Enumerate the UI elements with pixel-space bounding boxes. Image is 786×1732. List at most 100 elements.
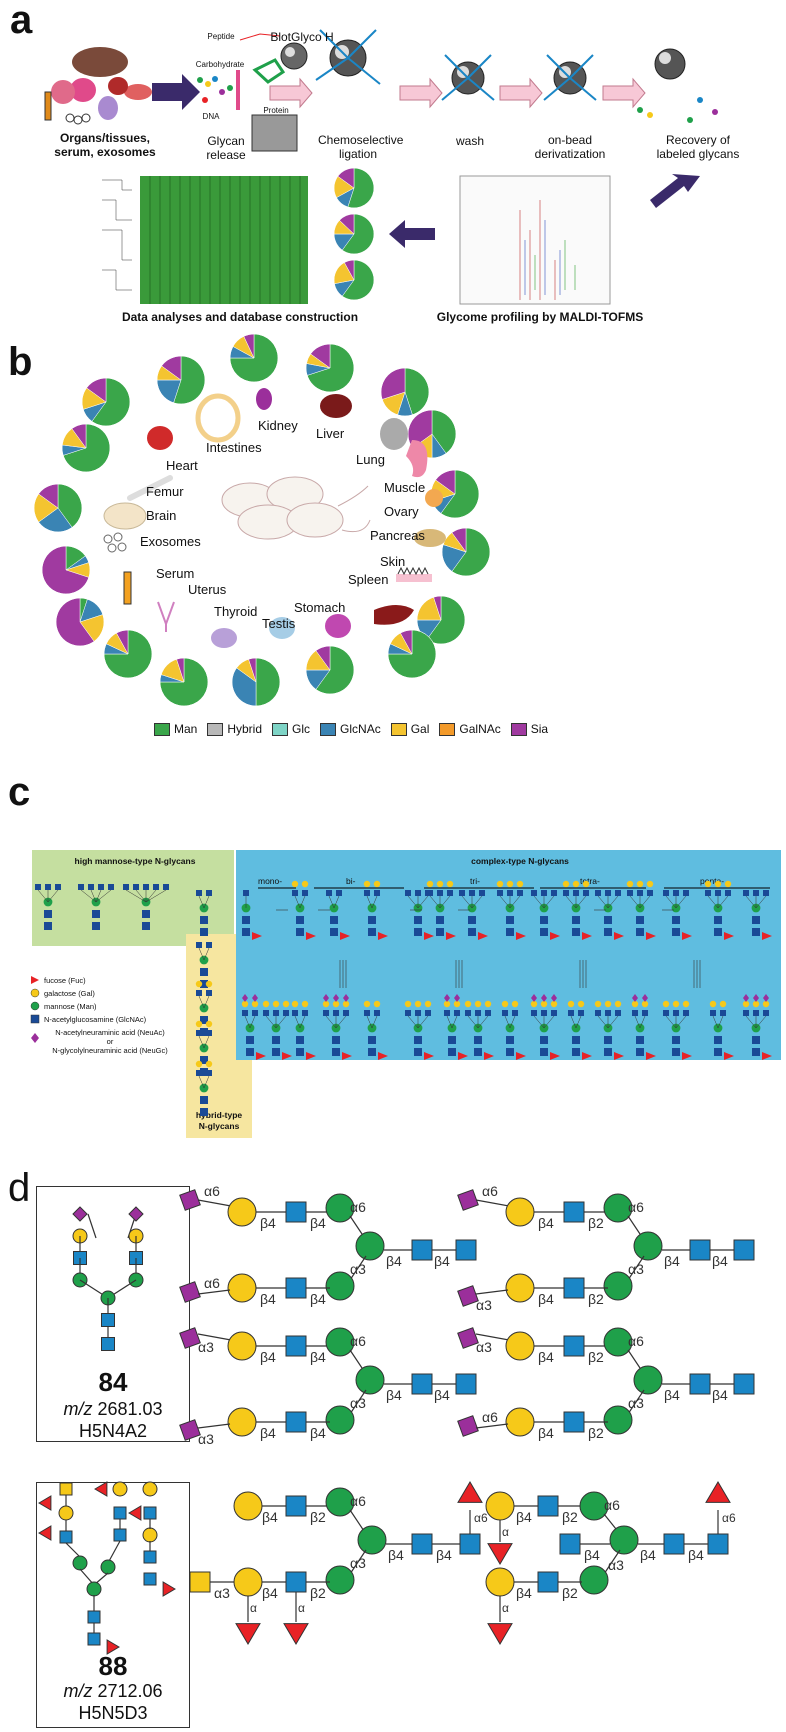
- lung-blob: [70, 78, 96, 102]
- bond-line: [275, 1015, 287, 1029]
- glcnac-square: [88, 884, 94, 890]
- bond-line: [451, 1015, 458, 1029]
- linkage-label: β4: [538, 1215, 554, 1231]
- glcnac-square: [605, 1010, 611, 1016]
- pie-chart-b14: [103, 629, 153, 679]
- muscle-icon: [406, 440, 428, 478]
- galactose-circle: [241, 1000, 249, 1008]
- glcnac-square: [517, 890, 523, 896]
- fucose-triangle: [235, 1623, 261, 1645]
- galactose-circle: [662, 1000, 670, 1008]
- legend-label: GlcNAc: [340, 722, 381, 736]
- glcnac-square: [142, 922, 150, 930]
- glcnac-square: [292, 890, 298, 896]
- glcnac-square: [663, 1533, 685, 1555]
- thyroid-label: Thyroid: [214, 604, 258, 619]
- glcnac-square: [636, 916, 644, 924]
- bond-line: [717, 895, 729, 909]
- pie-outline: [81, 377, 131, 427]
- pie-chart-b11: [441, 527, 491, 577]
- glcnac-square: [502, 1010, 508, 1016]
- glcnac-square: [531, 1010, 537, 1016]
- heart-label: Heart: [166, 458, 198, 473]
- mannose-circle: [603, 1271, 633, 1301]
- panel-d-letter: d: [8, 1166, 31, 1210]
- glcnac-square: [242, 916, 250, 924]
- fucose-triangle: [282, 1052, 292, 1060]
- spleen-label: Spleen: [348, 572, 389, 587]
- linkage-label: β4: [664, 1253, 680, 1269]
- fucose-triangle: [582, 932, 592, 940]
- linkage-label: α3: [350, 1555, 366, 1571]
- galactose-circle: [282, 1000, 290, 1008]
- pie-outline: [380, 367, 430, 417]
- glcnac-square: [411, 1533, 433, 1555]
- galactose-circle: [594, 1000, 602, 1008]
- mannose-circle: [633, 1365, 663, 1395]
- bead-recovery: [654, 48, 686, 80]
- sialic-diamond: [551, 994, 557, 1002]
- lung-icon: [380, 418, 408, 450]
- mannose-circle: [603, 1193, 633, 1223]
- mannose-circle: [325, 1327, 355, 1357]
- linkage-label: α3: [476, 1339, 492, 1355]
- fucose-triangle: [128, 1505, 142, 1521]
- sialic-diamond: [333, 994, 339, 1002]
- glcnac-square: [143, 884, 149, 890]
- bond-line: [543, 895, 555, 909]
- glcnac-square: [615, 1010, 621, 1016]
- recovered-glycans: [637, 97, 718, 123]
- bond-line: [325, 1015, 337, 1029]
- glcnac-square: [479, 890, 485, 896]
- legend-swatch: [510, 722, 527, 736]
- linkage-label: α3: [198, 1431, 214, 1447]
- liver-blob: [51, 80, 75, 104]
- galactose-circle: [227, 1407, 257, 1437]
- galactose-circle: [714, 880, 722, 888]
- pie-outline: [103, 629, 153, 679]
- glcnac-square: [604, 1048, 612, 1056]
- galactose-circle: [505, 1407, 535, 1437]
- bond-line: [575, 895, 587, 909]
- linkage-label: β2: [588, 1291, 604, 1307]
- linkage-label: β4: [538, 1291, 554, 1307]
- sialic-square: [179, 1419, 201, 1441]
- glcnac-square: [55, 884, 61, 890]
- pie-outline: [333, 213, 375, 255]
- glcnac-square: [196, 1070, 202, 1076]
- fucose-triangle: [614, 932, 624, 940]
- galactose-circle: [58, 1505, 74, 1521]
- galactose-circle: [582, 880, 590, 888]
- branch-tetra: tetra-: [580, 876, 600, 886]
- galactose-circle: [636, 880, 644, 888]
- galactose-circle: [301, 1000, 309, 1008]
- bond-line: [597, 1015, 609, 1029]
- linkage-label: α6: [204, 1275, 220, 1291]
- structure-88-composition: H5N5D3: [78, 1703, 148, 1723]
- galactose-circle: [719, 1000, 727, 1008]
- testis-icon: [269, 617, 295, 639]
- pie-chart-b2: [305, 343, 355, 393]
- fucose-triangle: [724, 1052, 734, 1060]
- glycan-release-illustration: [197, 33, 298, 152]
- glcnac-square: [506, 1036, 514, 1044]
- panel-b-legend: Man Hybrid Glc GlcNAc Gal GalNAc Sia: [154, 722, 624, 736]
- bond-line: [203, 1035, 210, 1049]
- glcnac-square: [296, 928, 304, 936]
- structure-84-mz: m/z 2681.03: [37, 1399, 189, 1420]
- linkage-label: β4: [260, 1425, 276, 1441]
- galactose-circle: [373, 880, 381, 888]
- galactose-circle: [373, 1000, 381, 1008]
- glcnac-square: [326, 890, 332, 896]
- galactose-circle: [227, 1273, 257, 1303]
- glcnac-square: [246, 1048, 254, 1056]
- serum-icon: [123, 571, 132, 605]
- pie-chart-b13: [416, 595, 466, 645]
- sialic-diamond: [531, 994, 537, 1002]
- bond-line: [198, 1075, 205, 1089]
- galactose-circle: [485, 1567, 515, 1597]
- mannose-circle: [86, 1581, 102, 1597]
- glcnac-square: [415, 1010, 421, 1016]
- glcnac-square: [285, 1335, 307, 1357]
- exosomes-icon: [103, 532, 127, 553]
